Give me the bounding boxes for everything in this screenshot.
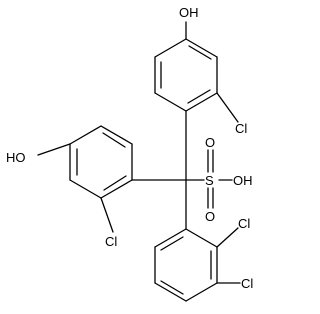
central-carbon-bonds [131, 110, 205, 230]
double-bond-inner [160, 280, 184, 295]
cl-upper-ring-label: Cl [235, 121, 247, 136]
atom-labels: OH Cl HO Cl S O O OH Cl Cl [6, 5, 253, 291]
bond [185, 92, 218, 112]
bond [154, 92, 187, 112]
bond-to-cl [100, 197, 114, 233]
sulfur-label: S [205, 173, 214, 188]
oh-left-label: HO [6, 150, 26, 165]
left-phenol-ring [37, 125, 133, 233]
bond [185, 282, 218, 302]
bond [100, 179, 133, 199]
bond-to-cl [216, 92, 239, 123]
cl-left-ring-label: Cl [105, 234, 117, 249]
upper-phenol-ring [154, 21, 239, 123]
bond-to-oh [37, 143, 71, 156]
bond [154, 38, 187, 58]
bond [185, 38, 218, 58]
double-bond-inner [102, 132, 126, 148]
chemical-structure: OH Cl HO Cl S O O OH Cl Cl [6, 5, 253, 302]
oxygen-upper-label: O [205, 135, 215, 150]
structure-canvas: OH Cl HO Cl S O O OH Cl Cl [6, 5, 253, 302]
double-bond-inner [188, 45, 212, 60]
double-bond-inner [187, 89, 211, 104]
oxygen-lower-label: O [205, 209, 215, 224]
bond [154, 282, 187, 302]
double-bond-inner [103, 175, 127, 191]
bond [69, 179, 102, 199]
bond [69, 125, 102, 145]
oh-top-label: OH [179, 5, 199, 20]
bond-to-cl [216, 227, 239, 248]
bond [154, 228, 187, 248]
sulfonic-oh-label: OH [233, 173, 253, 188]
cl-ortho-label: Cl [238, 216, 250, 231]
bond [185, 228, 218, 248]
dichlorophenyl-ring [154, 227, 241, 302]
double-bond-inner [160, 236, 184, 251]
bond [100, 125, 133, 145]
cl-meta-label: Cl [241, 276, 253, 291]
sulfonic-acid-group [207, 149, 233, 209]
